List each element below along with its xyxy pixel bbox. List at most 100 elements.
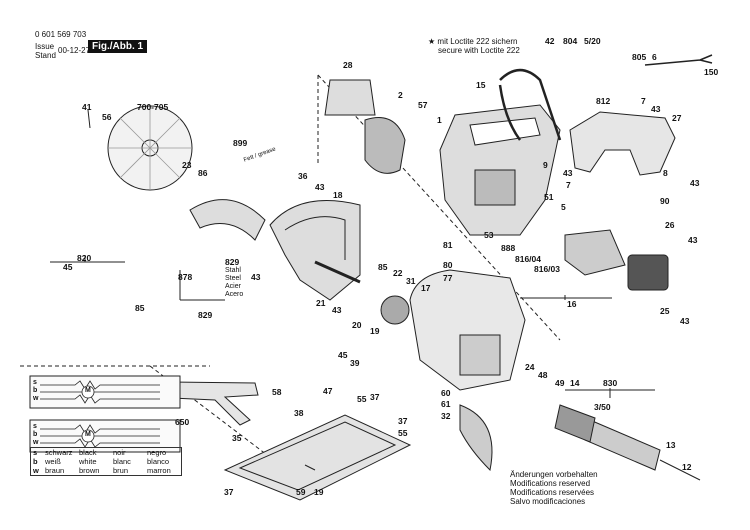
part-label: 48 — [538, 370, 548, 380]
part-label: 55 — [398, 428, 408, 438]
part-label: 85 — [135, 303, 145, 313]
part-label: 19 — [370, 326, 380, 336]
part-label: 700-705 — [137, 102, 169, 112]
part-label: 56 — [102, 112, 112, 122]
loctite-line-1: mit Loctite 222 sichern — [437, 37, 518, 46]
part-label: 888 — [501, 243, 516, 253]
note-es: Salvo modificaciones — [510, 497, 586, 506]
part-label: 7 — [566, 180, 571, 190]
part-label: 820 — [77, 253, 92, 263]
issue-label: Issue — [35, 42, 55, 51]
part-label: 45 — [338, 350, 348, 360]
part-label: 51 — [544, 192, 554, 202]
part-label: 816/03 — [534, 264, 560, 274]
part-label: 43 — [690, 178, 700, 188]
part-label: 53 — [484, 230, 494, 240]
part-label: 43 — [251, 272, 261, 282]
part-label: 2 — [398, 90, 403, 100]
part-label: 28 — [343, 60, 353, 70]
part-label: 31 — [406, 276, 416, 286]
part-label: 58 — [272, 387, 282, 397]
part-label: 1 — [437, 115, 442, 125]
issue-date: 00-12-27 — [58, 46, 91, 55]
part-label: 81 — [443, 240, 453, 250]
part-label: 90 — [660, 196, 670, 206]
part-label: 55 — [357, 394, 367, 404]
part-label: 39 — [350, 358, 360, 368]
wire-label-w-2: w — [33, 439, 39, 446]
material-de: Stahl — [225, 267, 241, 274]
material-en: Steel — [225, 275, 241, 282]
part-label: 60 — [441, 388, 451, 398]
motor-symbol-label: M — [85, 387, 91, 394]
part-label: 43 — [688, 235, 698, 245]
wire-label-s: s — [33, 379, 37, 386]
part-label: 899 — [233, 138, 248, 148]
part-label: 150 — [704, 67, 719, 77]
part-label: 37 — [370, 392, 380, 402]
part-label: 25 — [660, 306, 670, 316]
part-label: 12 — [682, 462, 692, 472]
part-label: 7 — [641, 96, 646, 106]
part-label: 19 — [314, 487, 324, 497]
part-label: 20 — [352, 320, 362, 330]
part-label: 57 — [418, 100, 428, 110]
figure-tag: Fig./Abb. 1 — [88, 40, 148, 53]
part-label: 77 — [443, 273, 453, 283]
part-label: 878 — [178, 272, 193, 282]
wire-label-w: w — [33, 395, 39, 402]
part-label: 14 — [570, 378, 580, 388]
part-label: 26 — [665, 220, 675, 230]
part-label: 43 — [680, 316, 690, 326]
part-label: 15 — [476, 80, 486, 90]
stand-label: Stand — [35, 51, 56, 60]
part-label: 829 — [198, 310, 213, 320]
wire-label-b-2: b — [33, 431, 38, 438]
part-label: 829 — [225, 257, 240, 267]
wire-label-b: b — [33, 387, 38, 394]
note-fr: Modifications reservées — [510, 488, 595, 497]
part-label: 86 — [198, 168, 208, 178]
part-label: 61 — [441, 399, 451, 409]
part-label: 3/50 — [594, 402, 611, 412]
part-label: 43 — [563, 168, 573, 178]
material-es: Acero — [225, 291, 244, 298]
part-label: 37 — [398, 416, 408, 426]
part-label: 9 — [543, 160, 548, 170]
part-label: 24 — [525, 362, 535, 372]
part-label: 22 — [393, 268, 403, 278]
part-label: 35 — [232, 433, 242, 443]
part-label: 38 — [294, 408, 304, 418]
part-label: 80 — [443, 260, 453, 270]
modifications-note: Änderungen vorbehalten Modifications res… — [510, 470, 598, 506]
motor-symbol-label-2: M — [85, 431, 91, 438]
part-label: 27 — [672, 113, 682, 123]
part-label: 13 — [666, 440, 676, 450]
part-label: 8 — [663, 168, 668, 178]
part-label: 816/04 — [515, 254, 541, 264]
part-label: 43 — [315, 182, 325, 192]
part-number: 0 601 569 703 — [35, 30, 87, 39]
part-label: 43 — [332, 305, 342, 315]
part-label: 804 — [563, 36, 578, 46]
part-label: 805 — [632, 52, 647, 62]
note-de: Änderungen vorbehalten — [510, 470, 598, 479]
part-label: 32 — [441, 411, 451, 421]
part-label: 812 — [596, 96, 611, 106]
part-label: 5/20 — [584, 36, 601, 46]
part-label: 36 — [298, 171, 308, 181]
part-label: 16 — [567, 299, 577, 309]
part-label: 49 — [555, 378, 565, 388]
part-label: 59 — [296, 487, 306, 497]
part-label: 43 — [651, 104, 661, 114]
part-label: 41 — [82, 102, 92, 112]
part-label: 42 — [545, 36, 555, 46]
part-label: 830 — [603, 378, 618, 388]
part-label: 85 — [378, 262, 388, 272]
part-label: 47 — [323, 386, 333, 396]
loctite-line-2: secure with Loctite 222 — [438, 46, 520, 55]
